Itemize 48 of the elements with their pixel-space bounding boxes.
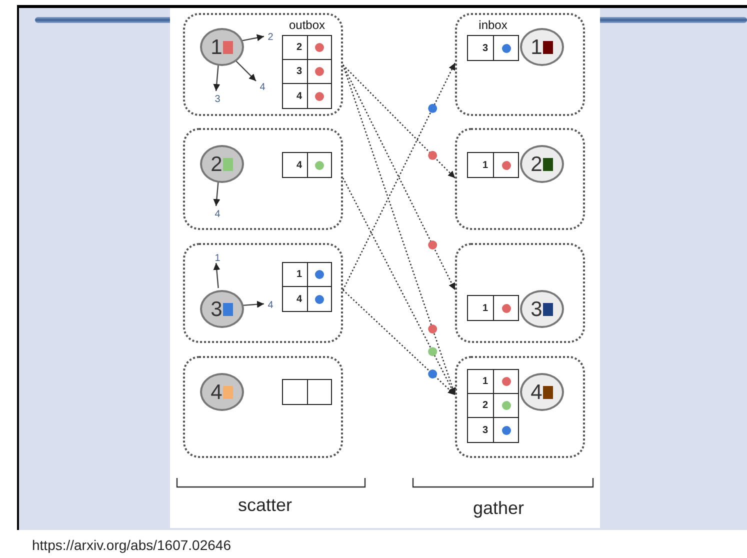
axis-label: gather — [473, 497, 524, 520]
message-id-cell: 4 — [283, 287, 308, 311]
process-number: 4 — [210, 382, 222, 402]
message-id-cell: 3 — [468, 418, 494, 442]
process-panel — [455, 243, 585, 343]
message-id-cell: 1 — [468, 153, 494, 177]
process-panel — [455, 356, 585, 458]
message-id-cell: 1 — [283, 263, 308, 286]
process-panel — [183, 356, 343, 458]
arrow — [213, 262, 220, 288]
target-number: 1 — [214, 254, 220, 264]
target-number: 4 — [214, 210, 220, 220]
message-arrow — [342, 178, 456, 396]
message-id-cell: 2 — [468, 394, 494, 417]
process-panel — [455, 128, 585, 230]
axis-label: scatter — [238, 494, 292, 517]
arrow — [213, 64, 220, 92]
process-panel — [183, 243, 343, 343]
arrow — [213, 180, 220, 206]
process-number: 2 — [530, 154, 542, 174]
message-id-cell: 3 — [468, 36, 494, 60]
target-number: 4 — [260, 82, 266, 92]
message-arrow — [342, 64, 456, 396]
message-id-cell: 2 — [283, 36, 308, 59]
process-panel — [455, 13, 585, 116]
arrow — [241, 34, 264, 42]
message-id-cell: 3 — [283, 60, 308, 83]
process-panel — [183, 128, 343, 230]
process-number: 3 — [530, 298, 542, 320]
process-panel — [183, 13, 343, 116]
message-id-cell: 1 — [468, 296, 494, 320]
process-number: 3 — [210, 298, 222, 320]
message-id-cell: 1 — [468, 370, 494, 393]
message-arrow — [342, 290, 456, 396]
process-number: 4 — [530, 382, 542, 402]
arrow — [242, 300, 264, 308]
process-number: 1 — [210, 36, 222, 58]
source-url: https://arxiv.org/abs/1607.02646 — [32, 536, 231, 555]
process-number: 2 — [210, 154, 222, 174]
target-number: 2 — [268, 32, 274, 42]
message-id-cell: 4 — [283, 153, 308, 177]
message-id-cell: 4 — [283, 84, 308, 108]
process-number: 1 — [530, 36, 542, 58]
target-number: 4 — [268, 300, 274, 310]
table-heading: outbox — [288, 17, 326, 34]
table-heading: inbox — [478, 17, 508, 34]
message-arrow — [342, 64, 456, 178]
target-number: 3 — [214, 94, 220, 104]
